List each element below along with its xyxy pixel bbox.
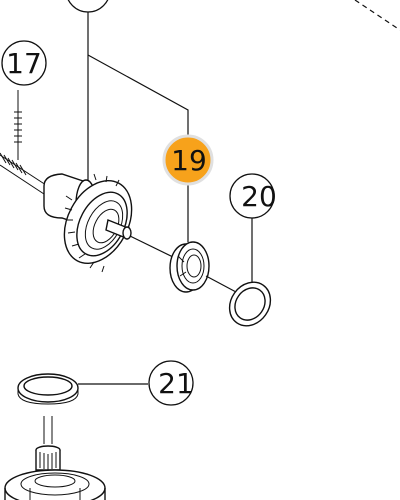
washer-part — [228, 281, 272, 327]
callout-circle-top-partial — [67, 0, 109, 13]
callout-label-17: 17 — [6, 47, 42, 80]
callout-21[interactable]: 21 — [148, 360, 194, 406]
callout-label-21: 21 — [158, 367, 194, 400]
dashed-reference-line — [354, 0, 400, 31]
bearing-part — [169, 241, 210, 293]
leader-gear-to-bearing — [129, 235, 176, 259]
callout-circle-20 — [229, 173, 275, 219]
bottom-shaft-assembly — [4, 416, 106, 500]
screw-part — [0, 90, 47, 195]
callout-20[interactable]: 20 — [229, 173, 277, 219]
callout-circle-17 — [1, 40, 47, 86]
o-ring-part — [17, 373, 79, 405]
callout-17[interactable]: 17 — [1, 40, 47, 86]
callout-19[interactable]: 19 — [162, 134, 214, 186]
gear-assembly — [43, 173, 133, 273]
leader-bearing-to-washer — [205, 275, 237, 293]
callout-circle-21 — [148, 360, 194, 406]
callout-circle-19 — [162, 134, 214, 186]
callout-label-20: 20 — [241, 180, 277, 213]
leader-top-to-19 — [87, 54, 189, 138]
callout-label-19: 19 — [171, 144, 207, 177]
